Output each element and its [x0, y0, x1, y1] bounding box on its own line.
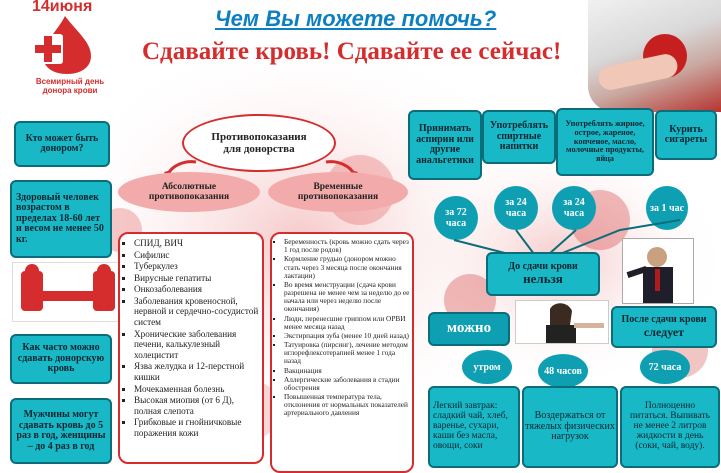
how-often-question: Как часто можно сдавать донорскую кровь: [10, 334, 112, 384]
temporary-item: Беременность (кровь можно сдать через 1 …: [284, 237, 410, 254]
absolute-item: Онкозаболевания: [134, 284, 260, 295]
after-time-3: 72 часа: [640, 350, 690, 384]
contra-title: Противопоказания для донорства: [182, 114, 336, 172]
who-can-question: Кто может быть донором?: [14, 121, 110, 167]
temporary-item: Вакцинация: [284, 366, 410, 375]
logo-line2: донора крови: [42, 86, 98, 95]
before-item-4: Курить сигареты: [655, 110, 717, 160]
temporary-contra-label: Временные противопоказания: [268, 172, 408, 212]
absolute-item: СПИД, ВИЧ: [134, 238, 260, 249]
who-can-answer: Здоровый человек возрастом в пределах 18…: [10, 180, 112, 258]
logo-line1: Всемирный день: [35, 77, 105, 86]
absolute-item: Высокая миопия (от 6 Д), полная слепота: [134, 395, 260, 416]
before-time-2: за 24 часа: [494, 186, 538, 230]
absolute-item: Заболевания кровеносной, нервной и серде…: [134, 296, 260, 328]
absolute-item: Хронические заболевания печени, калькуле…: [134, 329, 260, 361]
temporary-item: Люди, перенесшие гриппом или ОРВИ менее …: [284, 314, 410, 331]
absolute-item: Туберкулез: [134, 261, 260, 272]
absolute-item: Сифилис: [134, 250, 260, 261]
woman-photo: [515, 300, 609, 344]
after-tip-3: Полноценно питаться. Выпивать не менее 2…: [620, 386, 720, 468]
after-tip-2: Воздержаться от тяжелых физических нагру…: [522, 386, 618, 468]
logo: 14июня Всемирный день донора крови: [0, 0, 110, 95]
temporary-contra-list: Беременность (кровь можно сдать через 1 …: [270, 232, 414, 473]
absolute-item: Язва желудка и 12-перстной кишки: [134, 361, 260, 382]
absolute-contra-list: СПИД, ВИЧСифилисТуберкулезВирусные гепат…: [118, 232, 264, 464]
businessman-photo: [622, 238, 694, 304]
blood-drop-cross-icon: [33, 16, 91, 74]
before-item-1: Принимать аспирин или другие анальгетики: [408, 110, 482, 180]
how-often-answer: Мужчины могут сдавать кровь до 5 раз в г…: [10, 398, 112, 464]
absolute-item: Грибковые и гнойничковые поражения кожи: [134, 417, 260, 438]
after-tip-1: Легкий завтрак: сладкий чай, хлеб, варен…: [428, 386, 520, 468]
after-time-2: 48 часов: [538, 354, 588, 388]
temporary-item: Татуировка (пирсинг), лечение методом иг…: [284, 341, 410, 366]
before-time-3: за 24 часа: [552, 186, 596, 230]
temporary-item: Во время менструации (сдача крови разреш…: [284, 280, 410, 314]
temporary-item: Повышенная температура тела, отклонения …: [284, 393, 410, 418]
absolute-item: Мочекаменная болезнь: [134, 384, 260, 395]
after-time-1: утром: [462, 350, 512, 384]
temporary-item: Кормление грудью (донором можно стать че…: [284, 255, 410, 280]
temporary-item: Экстирпация зуба (менее 10 дней назад): [284, 331, 410, 340]
header-slogan: Сдавайте кровь! Сдавайте ее сейчас!: [142, 38, 562, 65]
header-question: Чем Вы можете помочь?: [215, 6, 497, 31]
before-time-1: за 72 часа: [434, 196, 478, 240]
absolute-item: Вирусные гепатиты: [134, 273, 260, 284]
donor-people-icon: [21, 264, 115, 311]
before-caption: До сдачи крови нельзя: [486, 252, 600, 296]
can-label: можно: [428, 312, 510, 346]
before-item-3: Употреблять жирное, острое, жареное, коп…: [556, 108, 654, 176]
temporary-item: Аллергические заболевания в стадии обост…: [284, 375, 410, 392]
absolute-contra-label: Абсолютные противопоказания: [118, 172, 260, 212]
logo-date: 14июня: [32, 0, 93, 15]
should-label: После сдачи крови следует: [611, 306, 717, 348]
donor-hand-photo: [588, 0, 721, 112]
handshake-image: [12, 262, 124, 322]
before-item-2: Употреблять спиртные напитки: [482, 110, 556, 164]
